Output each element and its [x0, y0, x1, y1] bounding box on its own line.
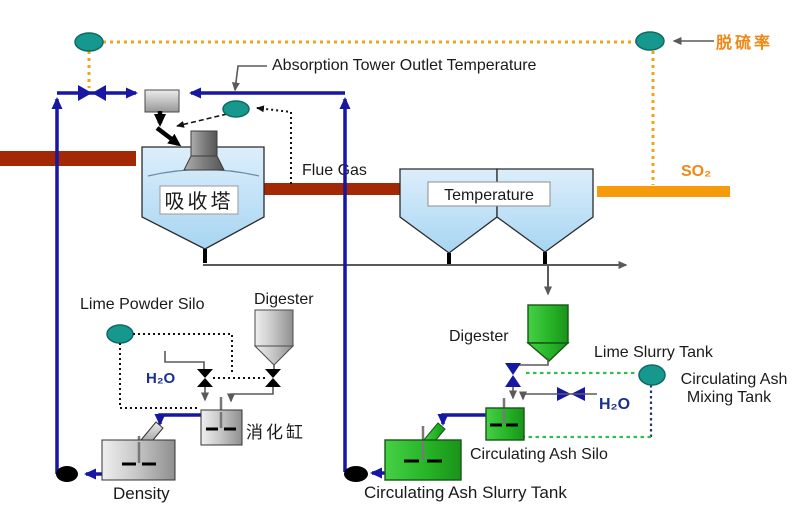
valve2-drop-arrow — [227, 387, 274, 403]
digestion-to-density — [154, 413, 201, 426]
blue-valve-vert-bottom — [505, 375, 521, 387]
desulfurization-rate-label: 脱硫率 — [716, 33, 773, 52]
instrument-bubble-outlet-temp — [222, 100, 250, 118]
pump-right — [344, 466, 368, 482]
circulating-ash-silo-label: Circulating Ash Silo — [470, 446, 608, 463]
blue-valve-right-half — [92, 85, 106, 101]
black-valve2-top — [265, 369, 281, 378]
flue-gas-pipe — [264, 183, 400, 195]
silo-to-slurry — [437, 413, 486, 426]
green-digester-cone — [526, 342, 570, 362]
black-valve1-bottom — [197, 378, 213, 387]
lime-signal-dotted-1 — [133, 333, 233, 374]
black-valve1-top — [197, 369, 213, 378]
h2o-left-line — [164, 351, 205, 369]
circulating-ash-mixing-label-2: Mixing Tank — [687, 389, 772, 406]
green-digester-body — [527, 304, 569, 344]
outlet-temp-pointer — [231, 65, 267, 92]
density-label: Density — [113, 484, 170, 503]
spray-arrow-to-nozzle — [155, 126, 182, 147]
lime-prep-group: Lime Powder Silo Digester H₂O 消化缸 — [80, 291, 314, 446]
blue-valve-left-half — [78, 85, 92, 101]
instrument-bubble-mixing-tank — [638, 364, 666, 386]
so2-outlet-pipe — [597, 186, 730, 197]
absorption-tower-label: 吸收塔 — [165, 190, 234, 213]
flue-temp-tap-dotted — [256, 105, 292, 184]
digester-silo-body — [254, 309, 294, 347]
top-signal-loop: 脱硫率 — [74, 31, 773, 185]
instrument-bubble-desulfurization — [635, 31, 665, 51]
spray-header-box — [144, 89, 180, 113]
lime-powder-silo-label: Lime Powder Silo — [80, 296, 205, 313]
absorption-tower-group: 吸收塔 — [141, 130, 265, 263]
digester-silo-cone — [253, 345, 295, 366]
h2o-left-label: H₂O — [146, 370, 175, 387]
spray-header-group: Absorption Tower Outlet Temperature — [144, 57, 537, 184]
absorption-tower-outlet-temperature-label: Absorption Tower Outlet Temperature — [272, 57, 537, 74]
lime-signal-dotted-2 — [119, 343, 199, 409]
blue-valve-vert-top — [505, 363, 521, 375]
instrument-bubble-left — [74, 32, 104, 52]
digestion-tank-label: 消化缸 — [246, 422, 306, 442]
flue-gas-label: Flue Gas — [302, 162, 367, 179]
hopper-right — [496, 168, 594, 253]
temperature-label: Temperature — [444, 187, 534, 204]
black-valve2-bottom — [265, 378, 281, 387]
temperature-plate — [427, 181, 551, 207]
density-tank-group: Density — [101, 421, 176, 503]
slurry-tank-group: Circulating Ash Slurry Tank — [364, 422, 567, 502]
circulating-ash-mixing-label-1: Circulating Ash — [681, 371, 788, 388]
lime-slurry-tank-label: Lime Slurry Tank — [594, 344, 714, 361]
h2o-right-label: H₂O — [599, 396, 630, 413]
h2o-right-line — [519, 391, 597, 401]
tower-name-plate — [159, 185, 239, 215]
pump-left — [56, 466, 78, 482]
so2-label: SO₂ — [681, 163, 711, 180]
tower-nozzle-skirt — [183, 155, 225, 171]
hopper-pair-group: Temperature — [399, 168, 594, 265]
control-signal-dashed — [176, 113, 228, 128]
inlet-flue-duct — [0, 151, 136, 166]
digester-left-label: Digester — [254, 291, 314, 308]
tower-nozzle — [190, 130, 218, 157]
slurry-circulation-lines — [51, 85, 486, 480]
digester-right-label: Digester — [449, 328, 509, 345]
green-digester-outlet — [513, 358, 549, 366]
instrument-bubble-lime-silo — [106, 324, 134, 344]
circulating-ash-slurry-tank-label: Circulating Ash Slurry Tank — [364, 483, 567, 502]
circulating-ash-group: Digester H₂O Lime Slurry Tank Circulatin… — [449, 304, 788, 463]
